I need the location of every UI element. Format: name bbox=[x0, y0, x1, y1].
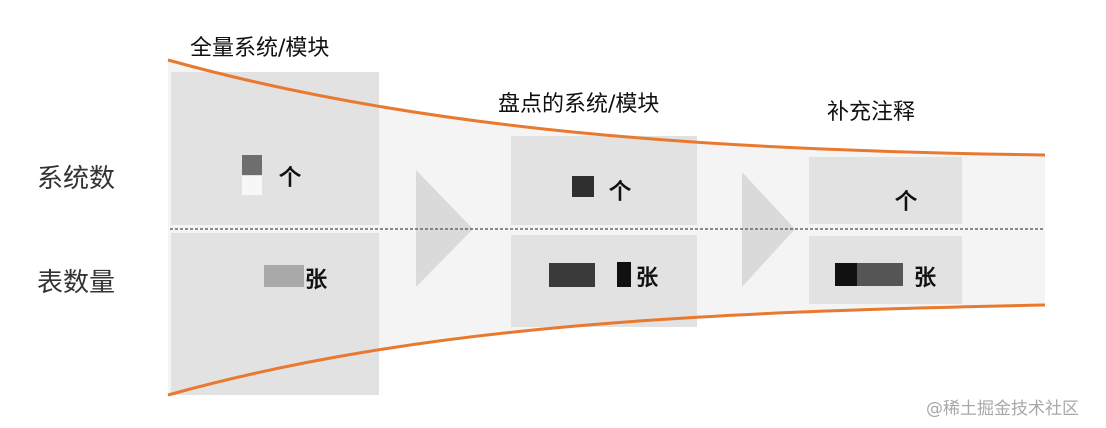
funnel-interior bbox=[168, 60, 1045, 395]
chevron-2 bbox=[742, 172, 795, 287]
funnel-top-edge bbox=[167, 58, 1046, 157]
stage-3-tables-redacted-b bbox=[857, 263, 903, 286]
stage-3-systems-box bbox=[809, 157, 962, 224]
stage-2-systems-redacted bbox=[572, 176, 594, 197]
chevron-1 bbox=[416, 170, 473, 287]
stage-2-system-unit: 个 bbox=[609, 180, 632, 205]
stage-1-tables-redacted bbox=[264, 265, 304, 287]
stage-1-system-unit: 个 bbox=[279, 166, 302, 191]
stage-2-tables-redacted-a bbox=[549, 263, 595, 287]
stage-1-title: 全量系统/模块 bbox=[190, 36, 330, 61]
stage-3-table-unit: 张 bbox=[914, 266, 937, 291]
row-label-tables: 表数量 bbox=[37, 268, 116, 298]
stage-3-tables-redacted-a bbox=[835, 263, 857, 286]
row-label-systems: 系统数 bbox=[37, 164, 116, 194]
stage-1-systems-box bbox=[171, 72, 379, 225]
stage-2-tables-redacted-b bbox=[617, 262, 631, 287]
stage-1-tables-box bbox=[171, 233, 379, 395]
stage-1-systems-redacted-top bbox=[242, 155, 262, 175]
watermark: @稀土掘金技术社区 bbox=[926, 399, 1079, 419]
stage-1-systems-redacted-bottom bbox=[242, 176, 262, 195]
stage-2-systems-box bbox=[511, 136, 697, 225]
stage-3-title: 补充注释 bbox=[827, 100, 916, 125]
stage-2-tables-box bbox=[511, 235, 697, 327]
stage-1-table-unit: 张 bbox=[305, 268, 328, 293]
funnel-bottom-edge bbox=[167, 303, 1046, 397]
stage-2-title: 盘点的系统/模块 bbox=[498, 92, 660, 117]
stage-3-system-unit: 个 bbox=[895, 190, 918, 215]
stage-2-table-unit: 张 bbox=[636, 266, 659, 291]
